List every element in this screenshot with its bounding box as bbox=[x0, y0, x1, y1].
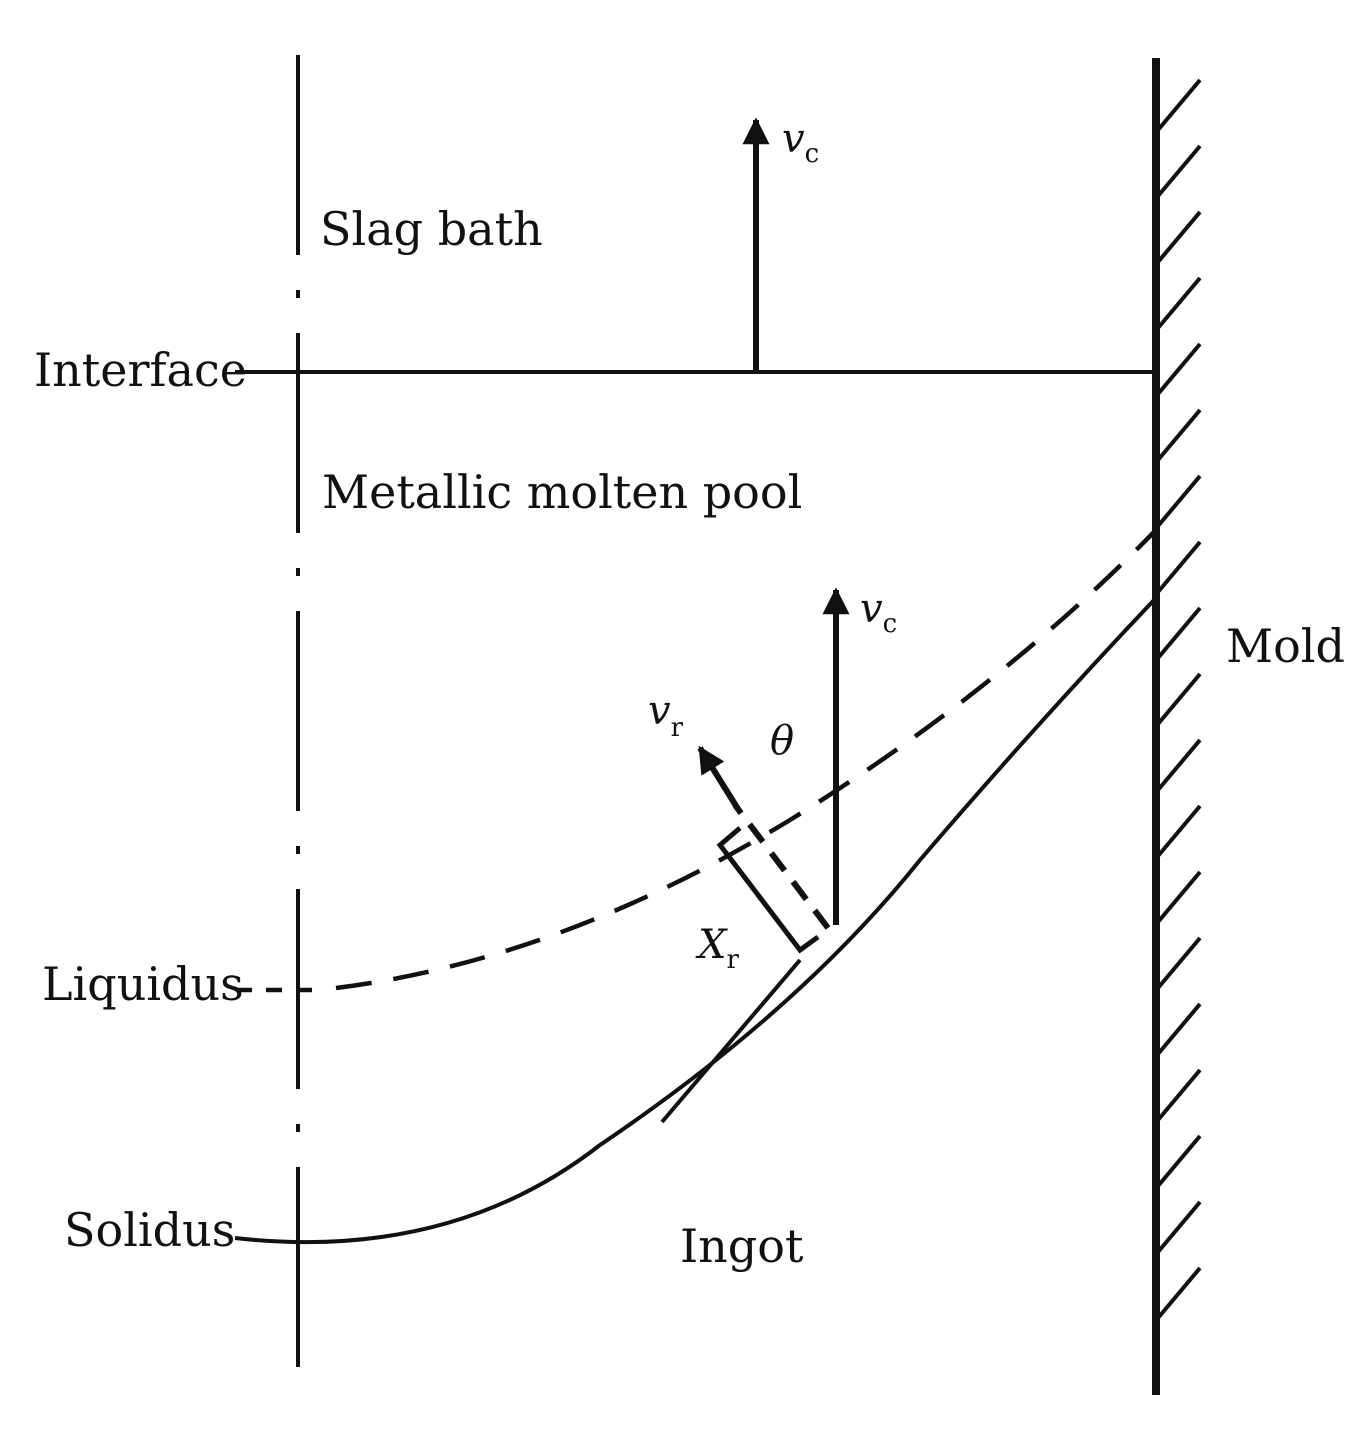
mold-hatch-mark bbox=[1156, 936, 1202, 990]
mold-hatch-mark bbox=[1156, 474, 1202, 528]
mold-hatch-mark bbox=[1156, 78, 1202, 132]
xr-bracket bbox=[716, 826, 820, 954]
theta-symbol: θ bbox=[770, 718, 794, 764]
vr-dashed-line bbox=[732, 803, 831, 930]
solidus-label: Solidus bbox=[64, 1203, 235, 1257]
solidus-curve bbox=[234, 596, 1158, 1245]
mold-hatch-mark bbox=[1156, 408, 1202, 462]
interface-label: Interface bbox=[34, 343, 247, 397]
mold-hatch-mark bbox=[1156, 1200, 1202, 1254]
mold-hatching bbox=[1156, 78, 1202, 1320]
liquidus-curve bbox=[335, 528, 1158, 991]
liquidus-label: Liquidus bbox=[42, 957, 244, 1011]
vc-top-symbol: vc bbox=[782, 116, 819, 169]
mold-hatch-mark bbox=[1156, 738, 1202, 792]
vr-arrow-head bbox=[697, 745, 741, 811]
xr-symbol: Xr bbox=[695, 922, 739, 975]
slag-bath-label: Slag bath bbox=[320, 202, 543, 256]
mold-label: Mold bbox=[1226, 619, 1345, 673]
mold-hatch-mark bbox=[1156, 540, 1202, 594]
vr-symbol: vr bbox=[648, 688, 684, 743]
mold-hatch-mark bbox=[1156, 1068, 1202, 1122]
mold-hatch-mark bbox=[1156, 342, 1202, 396]
mold-hatch-mark bbox=[1156, 870, 1202, 924]
mold-hatch-mark bbox=[1156, 606, 1202, 660]
mold-hatch-mark bbox=[1156, 672, 1202, 726]
mold-hatch-mark bbox=[1156, 276, 1202, 330]
mold-hatch-mark bbox=[1156, 1134, 1202, 1188]
tangent-line bbox=[660, 958, 802, 1124]
mold-hatch-mark bbox=[1156, 804, 1202, 858]
mold-hatch-mark bbox=[1156, 1002, 1202, 1056]
metallic-molten-pool-label: Metallic molten pool bbox=[322, 465, 802, 519]
mold-hatch-mark bbox=[1156, 210, 1202, 264]
ingot-label: Ingot bbox=[680, 1219, 804, 1273]
mold-hatch-mark bbox=[1156, 144, 1202, 198]
vc-front-symbol: vc bbox=[860, 586, 897, 639]
mold-hatch-mark bbox=[1156, 1266, 1202, 1320]
